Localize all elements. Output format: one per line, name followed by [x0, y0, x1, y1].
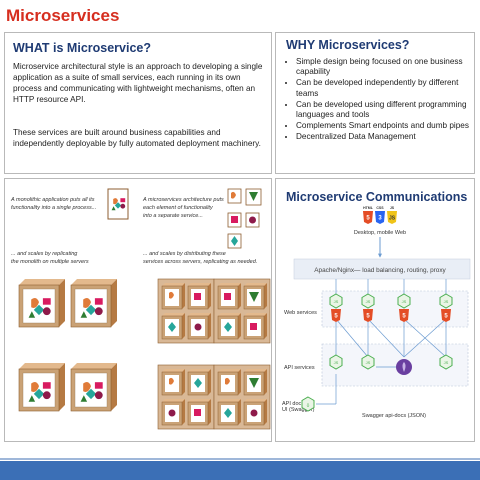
- js-icon: JS JS: [387, 206, 397, 224]
- why-item: Simple design being focused on one busin…: [296, 57, 474, 78]
- node-icon: [329, 354, 343, 370]
- node-icon: [329, 293, 343, 309]
- node-icon: [439, 293, 453, 309]
- html5-icon: [331, 309, 341, 322]
- why-item: Can be developed independently by differ…: [296, 78, 474, 99]
- monolith-caption-2: ... and scales by replicating the monoli…: [11, 251, 89, 265]
- html5-icon: [363, 309, 373, 322]
- gateway-label: Apache/Nginx— load balancing, routing, p…: [314, 267, 446, 274]
- communications-diagram: JS 5 Microservice Communications HTML 5 …: [282, 190, 471, 419]
- swagger-icon: {}: [301, 396, 315, 412]
- why-item: Complements Smart endpoints and dumb pip…: [296, 121, 474, 131]
- clients-label: Desktop, mobile Web: [354, 230, 406, 236]
- api-services-label: API services: [284, 365, 315, 371]
- scaling-diagram: A monolithic application puts all its fu…: [10, 188, 271, 430]
- what-paragraph-2: These services are built around business…: [13, 128, 261, 148]
- why-item: Decentralized Data Management: [296, 132, 474, 142]
- badge-html-label: HTML: [363, 206, 374, 210]
- monolith-app-icon: [107, 188, 129, 220]
- node-icon: [439, 354, 453, 370]
- microservice-icons: [227, 188, 262, 249]
- html5-icon: [441, 309, 451, 322]
- why-item: Can be developed using different program…: [296, 100, 474, 121]
- web-services-label: Web services: [284, 310, 317, 316]
- scaling-diagram-panel: A monolithic application puts all its fu…: [4, 178, 272, 442]
- footer-bar: [0, 461, 480, 480]
- svg-text:JS: JS: [389, 216, 396, 222]
- node-icon: [397, 293, 411, 309]
- why-list: Simple design being focused on one busin…: [282, 57, 474, 143]
- svg-text:{}: {}: [307, 402, 310, 407]
- footer-divider: [0, 458, 480, 460]
- why-panel: WHY Microservices? Simple design being f…: [275, 32, 475, 174]
- micro-caption-2: ... and scales by distributing these ser…: [143, 251, 257, 265]
- slide-title: Microservices: [6, 6, 120, 25]
- html5-icon: [399, 309, 409, 322]
- what-heading: WHAT is Microservice?: [13, 41, 152, 55]
- badge-css-label: CSS: [376, 206, 384, 210]
- monolith-caption-1: A monolithic application puts all its fu…: [10, 197, 96, 211]
- css3-icon: CSS 3: [375, 206, 385, 224]
- micro-caption-1: A microservices architecture puts each e…: [142, 197, 225, 219]
- mongodb-icon: [396, 359, 412, 375]
- comm-heading: Microservice Communications: [286, 190, 467, 204]
- svg-text:5: 5: [366, 216, 370, 222]
- api-service-nodes: [329, 354, 453, 375]
- why-heading: WHY Microservices?: [286, 38, 410, 52]
- monolith-servers: [18, 278, 118, 412]
- swagger-label: Swagger api-docs (JSON): [362, 413, 426, 419]
- badge-js-label: JS: [390, 206, 395, 210]
- microservice-servers: [157, 278, 271, 430]
- api-doc-label: API doc UI (Swagger): [282, 401, 315, 413]
- html5-icon: HTML 5: [363, 206, 374, 224]
- communications-panel: JS 5 Microservice Communications HTML 5 …: [275, 178, 475, 442]
- node-icon: [361, 293, 375, 309]
- node-icon: [361, 354, 375, 370]
- svg-text:3: 3: [378, 216, 382, 222]
- gateway-band: [293, 258, 471, 280]
- connection-lines: [316, 279, 447, 405]
- what-panel: WHAT is Microservice? Microservice archi…: [4, 32, 272, 174]
- client-badges: HTML 5 CSS 3 JS JS Desktop, mobile Web: [354, 206, 406, 236]
- what-paragraph-1: Microservice architectural style is an a…: [13, 62, 263, 104]
